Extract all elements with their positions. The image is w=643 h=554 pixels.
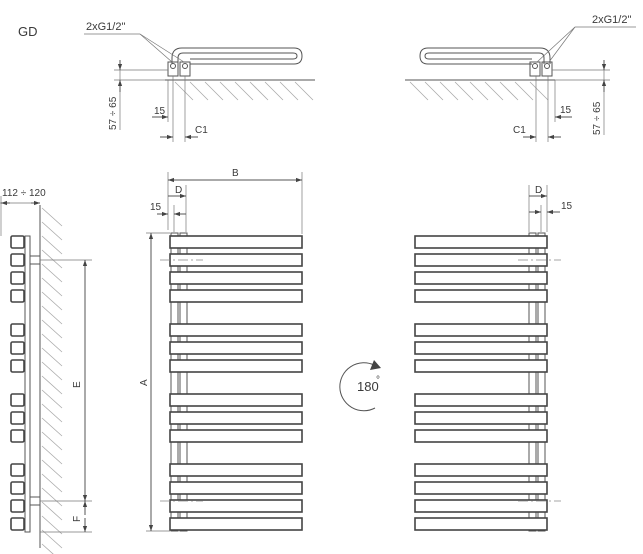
- top-left-plan-view: 2xG1/2" 57 ÷ 65 15 C1: [84, 21, 315, 142]
- bar-cross-section: [10, 271, 25, 285]
- bar-cross-section: [10, 359, 25, 373]
- radiator-bar: [414, 235, 548, 249]
- radiator-bar: [169, 411, 303, 425]
- radiator-bar: [169, 253, 303, 267]
- bar-cross-section: [10, 499, 25, 513]
- radiator-bar: [414, 429, 548, 443]
- wall-bracket-bottom: [29, 496, 41, 506]
- radiator-bar: [414, 463, 548, 477]
- wall-hatch-top-right: [405, 79, 555, 101]
- valve-left-2: [179, 61, 191, 77]
- radiator-bar: [414, 481, 548, 495]
- bar-cross-section: [10, 253, 25, 267]
- front-view: B D 15 A: [139, 168, 303, 532]
- radiator-bar: [169, 323, 303, 337]
- wall-hatch-top-left: [165, 79, 315, 101]
- dim-d-mirror: D: [535, 185, 542, 196]
- radiator-bar: [169, 499, 303, 513]
- radiator-bar: [414, 323, 548, 337]
- rotation-label: 180: [357, 379, 379, 394]
- radiator-bar: [169, 271, 303, 285]
- radiator-bar: [169, 393, 303, 407]
- radiator-bar: [169, 517, 303, 531]
- radiator-bar: [169, 289, 303, 303]
- bar-cross-section: [10, 411, 25, 425]
- bar-cross-section: [10, 341, 25, 355]
- rotation-symbol: 180 °: [339, 360, 381, 412]
- dim-a: A: [139, 379, 150, 386]
- radiator-bar: [414, 271, 548, 285]
- bar-cross-section: [10, 323, 25, 337]
- dim-d-front: D: [175, 185, 182, 196]
- dim-15-mirror: 15: [561, 201, 573, 212]
- radiator-bar: [414, 359, 548, 373]
- wall-bracket-top: [29, 255, 41, 265]
- radiator-bar: [169, 463, 303, 477]
- bar-cross-section: [10, 463, 25, 477]
- radiator-bar: [414, 341, 548, 355]
- radiator-bar: [414, 411, 548, 425]
- radiator-bar: [414, 517, 548, 531]
- dim-e: E: [72, 381, 83, 388]
- bar-cross-section: [10, 289, 25, 303]
- dim-15-front: 15: [150, 202, 162, 213]
- side-view: 112 ÷ 120 E F: [0, 188, 92, 554]
- radiator-bar: [414, 499, 548, 513]
- top-right-plan-view: 2xG1/2" 57 ÷ 65 15 C1: [405, 14, 636, 142]
- radiator-bar: [169, 429, 303, 443]
- valve-left-1: [167, 61, 179, 77]
- wall-distance-top-right: 57 ÷ 65: [592, 101, 603, 135]
- wall-hatch-side: [39, 205, 63, 554]
- bar-cross-section: [10, 517, 25, 531]
- radiator-bar: [414, 253, 548, 267]
- wall-distance-side: 112 ÷ 120: [2, 188, 46, 199]
- dim-b: B: [232, 168, 239, 179]
- rotation-unit: °: [376, 375, 380, 386]
- dim-c1-top-right: C1: [513, 125, 526, 136]
- dim-15-top-right: 15: [560, 105, 572, 116]
- valve-right-1: [529, 61, 541, 77]
- valve-right-2: [541, 61, 553, 77]
- model-code: GD: [18, 24, 38, 39]
- dim-15-top-left: 15: [154, 106, 166, 117]
- bar-cross-section: [10, 481, 25, 495]
- bar-cross-section: [10, 235, 25, 249]
- radiator-bar: [169, 481, 303, 495]
- bar-cross-section: [10, 393, 25, 407]
- radiator-bar: [169, 341, 303, 355]
- radiator-bar: [169, 235, 303, 249]
- bar-cross-section: [10, 429, 25, 443]
- mirrored-front-view: D 15: [414, 185, 573, 532]
- wall-distance-top-left: 57 ÷ 65: [108, 96, 119, 130]
- connection-label-right: 2xG1/2": [592, 14, 631, 26]
- connection-label-left: 2xG1/2": [86, 21, 125, 33]
- radiator-bar: [414, 393, 548, 407]
- radiator-bar: [414, 289, 548, 303]
- dim-c1-top-left: C1: [195, 125, 208, 136]
- radiator-bar: [169, 359, 303, 373]
- dim-f: F: [72, 516, 83, 522]
